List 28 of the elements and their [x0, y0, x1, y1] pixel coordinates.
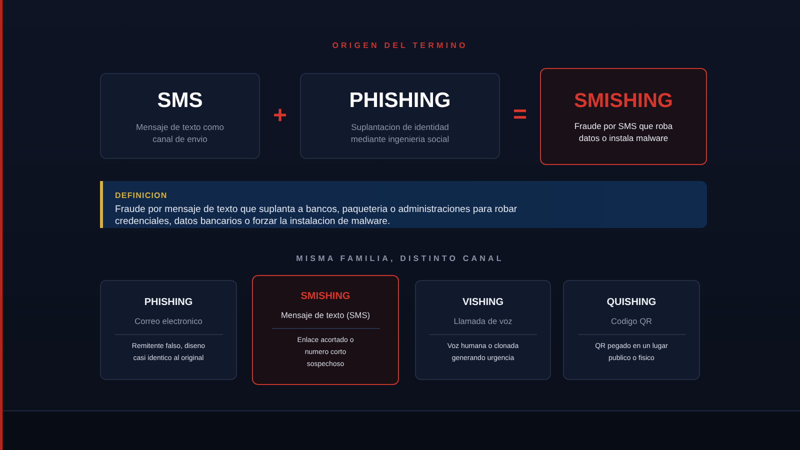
plus-sign: + [272, 103, 287, 129]
section-heading: MISMA FAMILIA, DISTINTO CANAL [296, 254, 504, 262]
channel-card [100, 280, 237, 380]
section-heading: ORIGEN DEL TERMINO [332, 40, 468, 50]
term-description: Suplantacion de identidad mediante ingenieria social [350, 120, 450, 144]
card-title: PHISHING [144, 296, 193, 310]
term-card [100, 73, 260, 159]
card-title: SMISHING [300, 290, 350, 304]
term-title: PHISHING [349, 88, 451, 114]
term-title: SMS [157, 88, 203, 114]
channel-card [415, 280, 551, 380]
channel-name: Codigo QR [610, 315, 652, 327]
highlighted-channel-card [252, 275, 399, 385]
definition-panel [100, 181, 707, 228]
card-title: VISHING [462, 296, 504, 310]
equals-sign: = [512, 102, 527, 128]
card-title: QUISHING [606, 296, 656, 310]
panel-label: DEFINICION [115, 190, 168, 201]
term-description: Mensaje de texto como canal de envio [136, 120, 224, 144]
channel-card [563, 280, 700, 380]
channel-name: Mensaje de texto (SMS) [281, 309, 370, 321]
channel-name: Correo electronico [134, 315, 202, 327]
result-description: Fraude por SMS que roba datos o instala malware [573, 120, 674, 144]
term-card [300, 73, 500, 159]
result-card [540, 68, 707, 165]
result-title: SMISHING [574, 89, 673, 113]
channel-name: Llamada de voz [454, 315, 512, 327]
definition-text: Fraude por mensaje de texto que suplanta a bancos, paqueteria o administraciones para robar credenciales, datos bancarios o forzar la instalacion de malware. [115, 204, 518, 228]
